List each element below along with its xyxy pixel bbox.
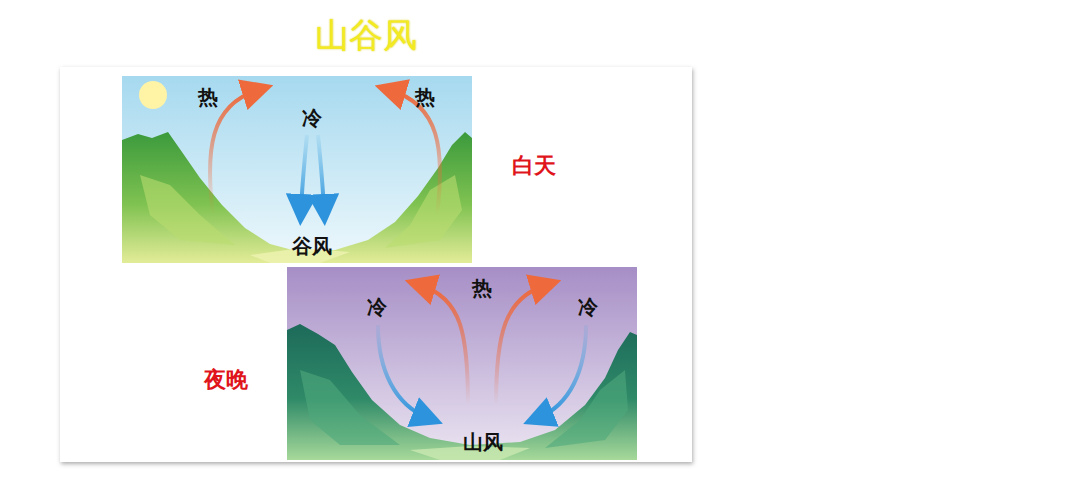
temperature-label: 热	[472, 278, 492, 298]
temperature-label: 热	[415, 87, 435, 107]
temperature-label: 热	[198, 87, 218, 107]
time-label: 白天	[512, 155, 556, 177]
diagram-title: 山谷风	[315, 18, 417, 52]
wind-name: 谷风	[292, 236, 332, 256]
wind-name: 山风	[463, 432, 503, 452]
time-label: 夜晚	[204, 369, 248, 391]
temperature-label: 冷	[367, 297, 387, 317]
temperature-label: 冷	[578, 297, 598, 317]
temperature-label: 冷	[302, 108, 322, 128]
